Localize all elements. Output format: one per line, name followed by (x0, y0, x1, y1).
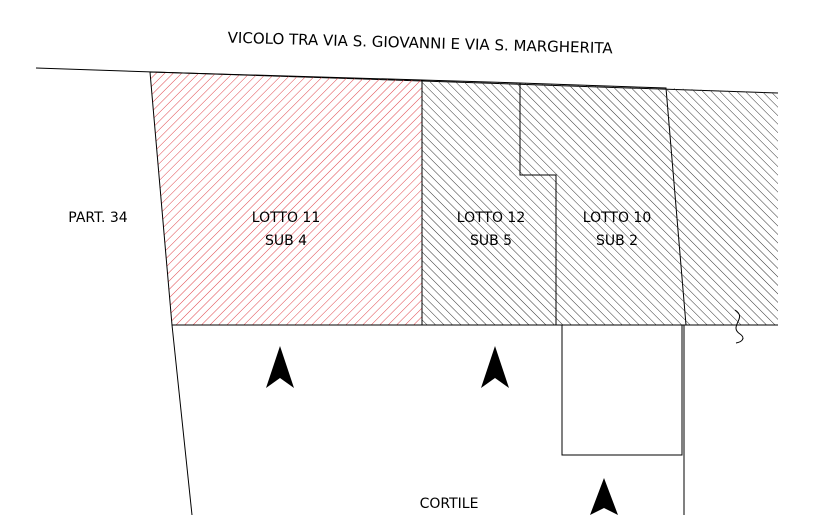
lot-11-sub-label: SUB 4 (265, 233, 307, 249)
adjacent-area-right (666, 88, 778, 325)
lot-11-label: LOTTO 11 (252, 210, 320, 226)
lot-12-label: LOTTO 12 (457, 210, 525, 226)
lot-10-sub-label: SUB 2 (596, 233, 638, 249)
entrance-arrow-icon (481, 346, 509, 388)
street-label: VICOLO TRA VIA S. GIOVANNI E VIA S. MARG… (227, 29, 613, 58)
parcel-label: PART. 34 (68, 210, 128, 226)
lot-11-area (149, 71, 423, 326)
entrance-arrow-icon (590, 478, 618, 515)
lot-12-sub-label: SUB 5 (470, 233, 512, 249)
small-room (561, 324, 683, 456)
lot-10-label: LOTTO 10 (583, 210, 651, 226)
break-symbol (734, 309, 744, 344)
left-perimeter-line (171, 324, 193, 515)
entrance-arrow-icon (266, 346, 294, 388)
courtyard-label: CORTILE (420, 496, 479, 512)
